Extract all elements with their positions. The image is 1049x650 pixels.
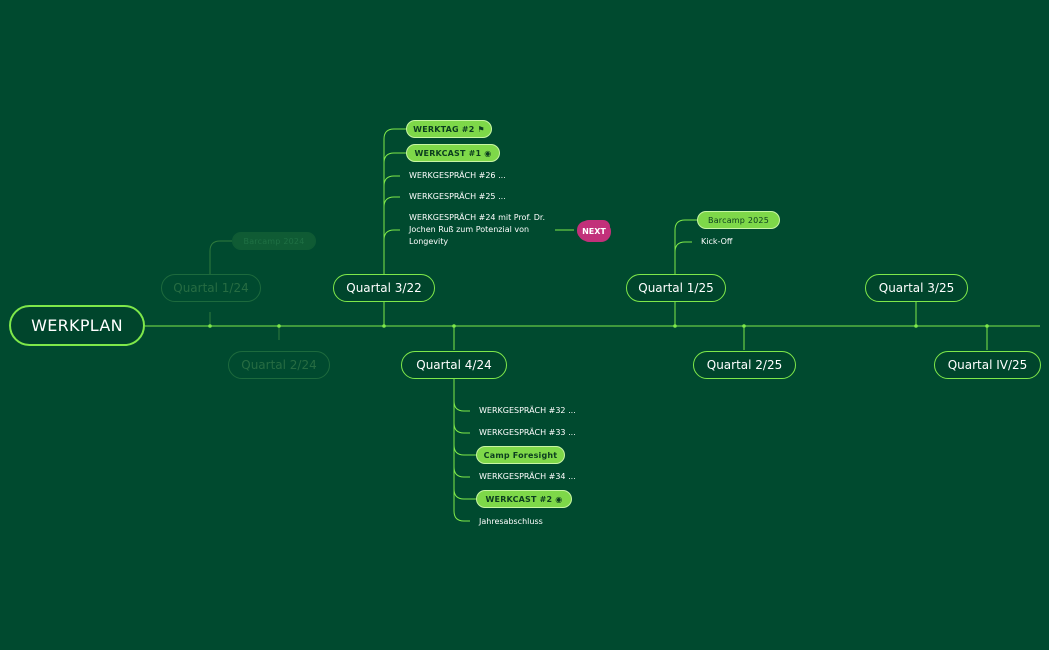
list-item-jahresabschluss[interactable]: Jahresabschluss [479, 517, 543, 526]
quarter-node-q2-24[interactable]: Quartal 2/24 [228, 351, 330, 379]
event-pill-camp-foresight[interactable]: Camp Foresight [476, 446, 565, 464]
event-pill-werkcast-2[interactable]: WERKCAST #2 ◉ [476, 490, 572, 508]
quarter-node-q2-25[interactable]: Quartal 2/25 [693, 351, 796, 379]
list-item-werkgespraech-32[interactable]: WERKGESPRÄCH #32 ... [479, 406, 576, 415]
quarter-node-q4-24[interactable]: Quartal 4/24 [401, 351, 507, 379]
quarter-node-q4-25[interactable]: Quartal IV/25 [934, 351, 1041, 379]
event-pill-werktag[interactable]: WERKTAG #2 ⚑ [406, 120, 492, 138]
list-item-werkgespraech-34[interactable]: WERKGESPRÄCH #34 ... [479, 472, 576, 481]
list-item-werkgespraech-25[interactable]: WERKGESPRÄCH #25 ... [409, 192, 506, 201]
next-badge: NEXT [578, 221, 610, 241]
quarter-node-q3-25[interactable]: Quartal 3/25 [865, 274, 968, 302]
list-item-werkgespraech-24[interactable]: WERKGESPRÄCH #24 mit Prof. Dr. Jochen Ru… [409, 213, 546, 246]
quarter-node-q3-22[interactable]: Quartal 3/22 [333, 274, 435, 302]
list-item-werkgespraech-26[interactable]: WERKGESPRÄCH #26 ... [409, 171, 506, 180]
event-pill-barcamp-2024[interactable]: Barcamp 2024 [232, 232, 316, 250]
quarter-node-q1-24[interactable]: Quartal 1/24 [161, 274, 261, 302]
list-item-werkgespraech-33[interactable]: WERKGESPRÄCH #33 ... [479, 428, 576, 437]
root-node-werkplan[interactable]: WERKPLAN [9, 305, 145, 346]
quarter-node-q1-25[interactable]: Quartal 1/25 [626, 274, 726, 302]
list-item-kick-off[interactable]: Kick-Off [701, 237, 733, 246]
event-pill-barcamp-2025[interactable]: Barcamp 2025 [697, 211, 780, 229]
event-pill-werkcast-1[interactable]: WERKCAST #1 ◉ [406, 144, 500, 162]
